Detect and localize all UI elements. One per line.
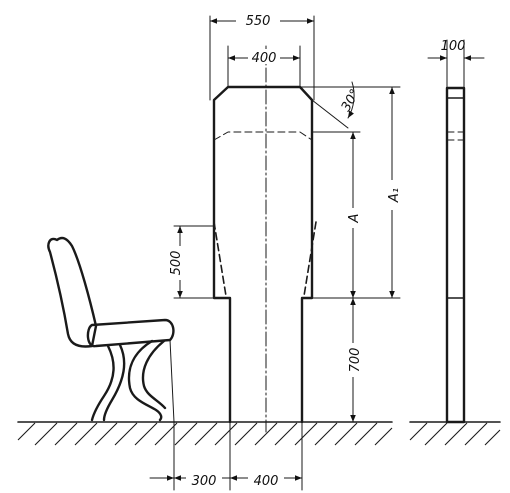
dimension-base-width: 400 [229, 421, 303, 491]
dimension-a: A [311, 131, 362, 299]
dim-label-400-base: 400 [254, 474, 279, 489]
side-view-panel [445, 86, 466, 424]
dim-label-100: 100 [441, 39, 466, 54]
dimension-a1: A₁ [311, 86, 402, 299]
dimension-seat-offset: 300 [149, 421, 231, 491]
dim-label-500: 500 [169, 251, 184, 276]
floor [17, 421, 501, 446]
front-view-panel [212, 45, 317, 433]
chair [47, 236, 175, 423]
dimension-desk-height: 700 [345, 297, 363, 423]
dimension-recess-height: 500 [169, 225, 215, 299]
dimension-top-inner-width: 400 [227, 45, 301, 88]
dimension-bevel-angle: 30° [299, 81, 401, 129]
dimension-side-depth: 100 [427, 39, 485, 89]
dim-label-300: 300 [192, 474, 217, 489]
dim-label-400-top: 400 [252, 51, 277, 66]
floor-hatching [17, 422, 501, 446]
dim-label-a: A [347, 214, 362, 224]
dim-label-550: 550 [246, 14, 271, 29]
dimension-top-outer-width: 550 [209, 12, 315, 101]
dim-label-a1: A₁ [387, 188, 402, 203]
dim-label-700: 700 [348, 348, 363, 373]
dim-label-30-deg: 30° [339, 87, 364, 114]
